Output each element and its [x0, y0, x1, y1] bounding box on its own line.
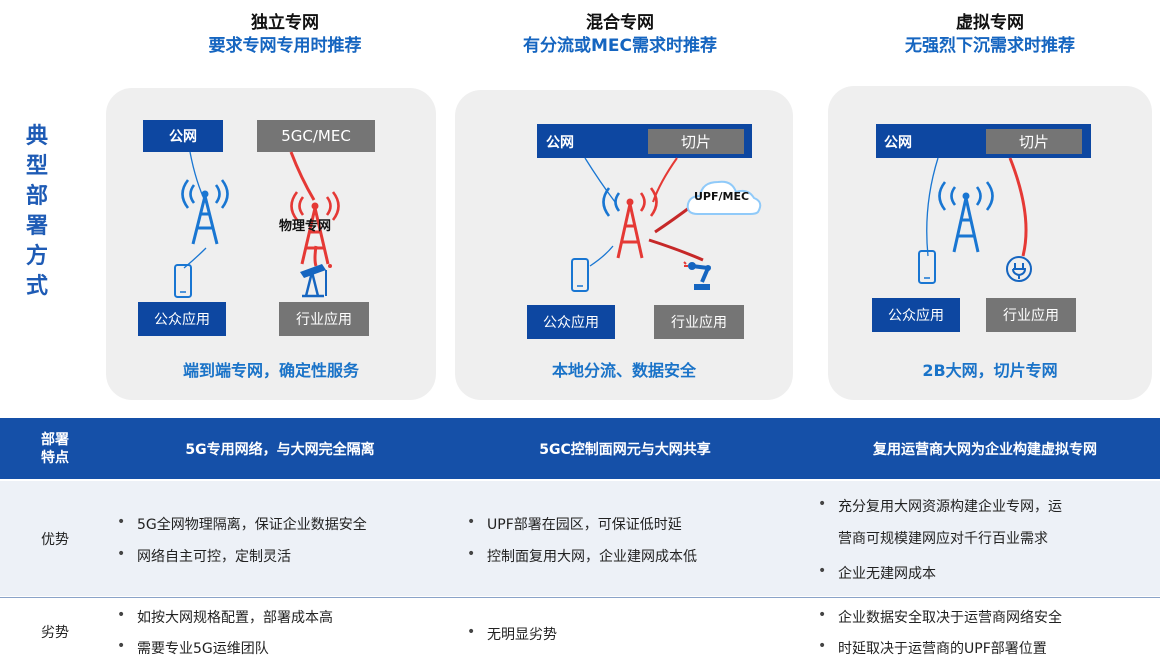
public-link — [584, 157, 616, 203]
side-title-char: 型 — [25, 154, 48, 179]
caption-hybrid: 本地分流、数据安全 — [551, 361, 696, 380]
list-item: 企业数据安全取决于运营商网络安全 — [818, 607, 1062, 627]
header-label: 部署 特点 — [41, 431, 69, 466]
public-link — [926, 157, 939, 257]
phone-link — [589, 245, 614, 267]
lines-c3 — [926, 157, 1028, 257]
list-item: UPF部署在园区，可保证低时延 — [467, 514, 682, 534]
list-item: 时延取决于运营商的UPF部署位置 — [818, 638, 1047, 658]
public-app-box: 公众应用 — [527, 305, 615, 339]
side-title-char: 式 — [25, 274, 48, 299]
slice-link — [1008, 157, 1028, 257]
public-app-box: 公众应用 — [872, 298, 960, 332]
antenna-tower-icon — [602, 187, 658, 259]
robot-arm-icon — [683, 261, 711, 290]
public-net-label: 公网 — [884, 135, 912, 151]
cloud-icon — [686, 180, 762, 215]
caption-independent: 端到端专网，确定性服务 — [182, 361, 359, 380]
slice-box: 切片 — [986, 129, 1082, 154]
list-item: 控制面复用大网，企业建网成本低 — [467, 546, 697, 566]
title: 独立专网 — [251, 13, 319, 33]
lines-c1 — [183, 151, 318, 269]
antenna-tower-icon — [181, 179, 229, 245]
slice-box: 切片 — [648, 129, 744, 154]
private-link — [289, 151, 316, 201]
subtitle: 有分流或MEC需求时推荐 — [522, 36, 717, 56]
phone-icon — [918, 250, 936, 284]
list-item: 充分复用大网资源构建企业专网，运 — [818, 496, 1062, 516]
advantages-label: 优势 — [41, 531, 69, 548]
slice-link — [652, 157, 678, 203]
upf-mec-label: UPF/MEC — [694, 190, 750, 203]
phone-icon — [174, 264, 192, 298]
robot-link — [648, 238, 704, 262]
industry-app-box: 行业应用 — [654, 305, 744, 339]
public-net-label: 公网 — [546, 135, 574, 151]
list-item: 企业无建网成本 — [818, 563, 936, 583]
list-item: 网络自主可控，定制灵活 — [117, 546, 291, 566]
side-title-char: 典 — [25, 124, 48, 149]
title: 虚拟专网 — [956, 13, 1024, 33]
oil-pump-icon — [300, 264, 332, 298]
title: 混合专网 — [586, 13, 654, 33]
row-divider — [0, 597, 1160, 598]
public-app-box: 公众应用 — [138, 302, 226, 336]
header-virtual: 复用运营商大网为企业构建虚拟专网 — [873, 441, 1097, 458]
caption-virtual: 2B大网，切片专网 — [922, 361, 1058, 380]
antenna-tower-icon — [938, 181, 994, 253]
header-hybrid: 5GC控制面网元与大网共享 — [539, 441, 711, 458]
disadvantages-label: 劣势 — [41, 625, 69, 641]
mec-box: 5GC/MEC — [257, 120, 375, 152]
column-title-virtual: 虚拟专网 无强烈下沉需求时推荐 — [820, 12, 1160, 58]
phone-icon — [571, 258, 589, 292]
column-title-independent: 独立专网 要求专网专用时推荐 — [115, 12, 455, 58]
side-title-char: 部 — [25, 184, 48, 209]
list-item-continuation: 营商可规模建网应对千行百业需求 — [838, 531, 1048, 547]
side-title-char: 方 — [25, 244, 48, 269]
list-item: 需要专业5G运维团队 — [117, 638, 269, 658]
list-item: 5G全网物理隔离，保证企业数据安全 — [117, 514, 367, 534]
antenna-tower-icon — [290, 191, 340, 265]
physical-network-label: 物理专网 — [279, 219, 332, 234]
header-independent: 5G专用网络，与大网完全隔离 — [185, 441, 375, 458]
subtitle: 要求专网专用时推荐 — [208, 36, 362, 56]
list-item: 如按大网规格配置，部署成本高 — [117, 607, 333, 627]
side-title-char: 署 — [25, 214, 48, 239]
public-net-box: 公网 — [143, 120, 223, 152]
phone-link — [183, 247, 207, 269]
industry-app-box: 行业应用 — [279, 302, 369, 336]
table-header: 部署 特点 5G专用网络，与大网完全隔离 5GC控制面网元与大网共享 复用运营商… — [0, 418, 1160, 479]
side-title: 典 型 部 署 方 式 — [22, 122, 52, 302]
subtitle: 无强烈下沉需求时推荐 — [905, 36, 1075, 56]
industry-app-box: 行业应用 — [986, 298, 1076, 332]
column-title-hybrid: 混合专网 有分流或MEC需求时推荐 — [450, 12, 790, 58]
list-item: 无明显劣势 — [467, 624, 557, 644]
plug-icon — [1006, 256, 1032, 282]
